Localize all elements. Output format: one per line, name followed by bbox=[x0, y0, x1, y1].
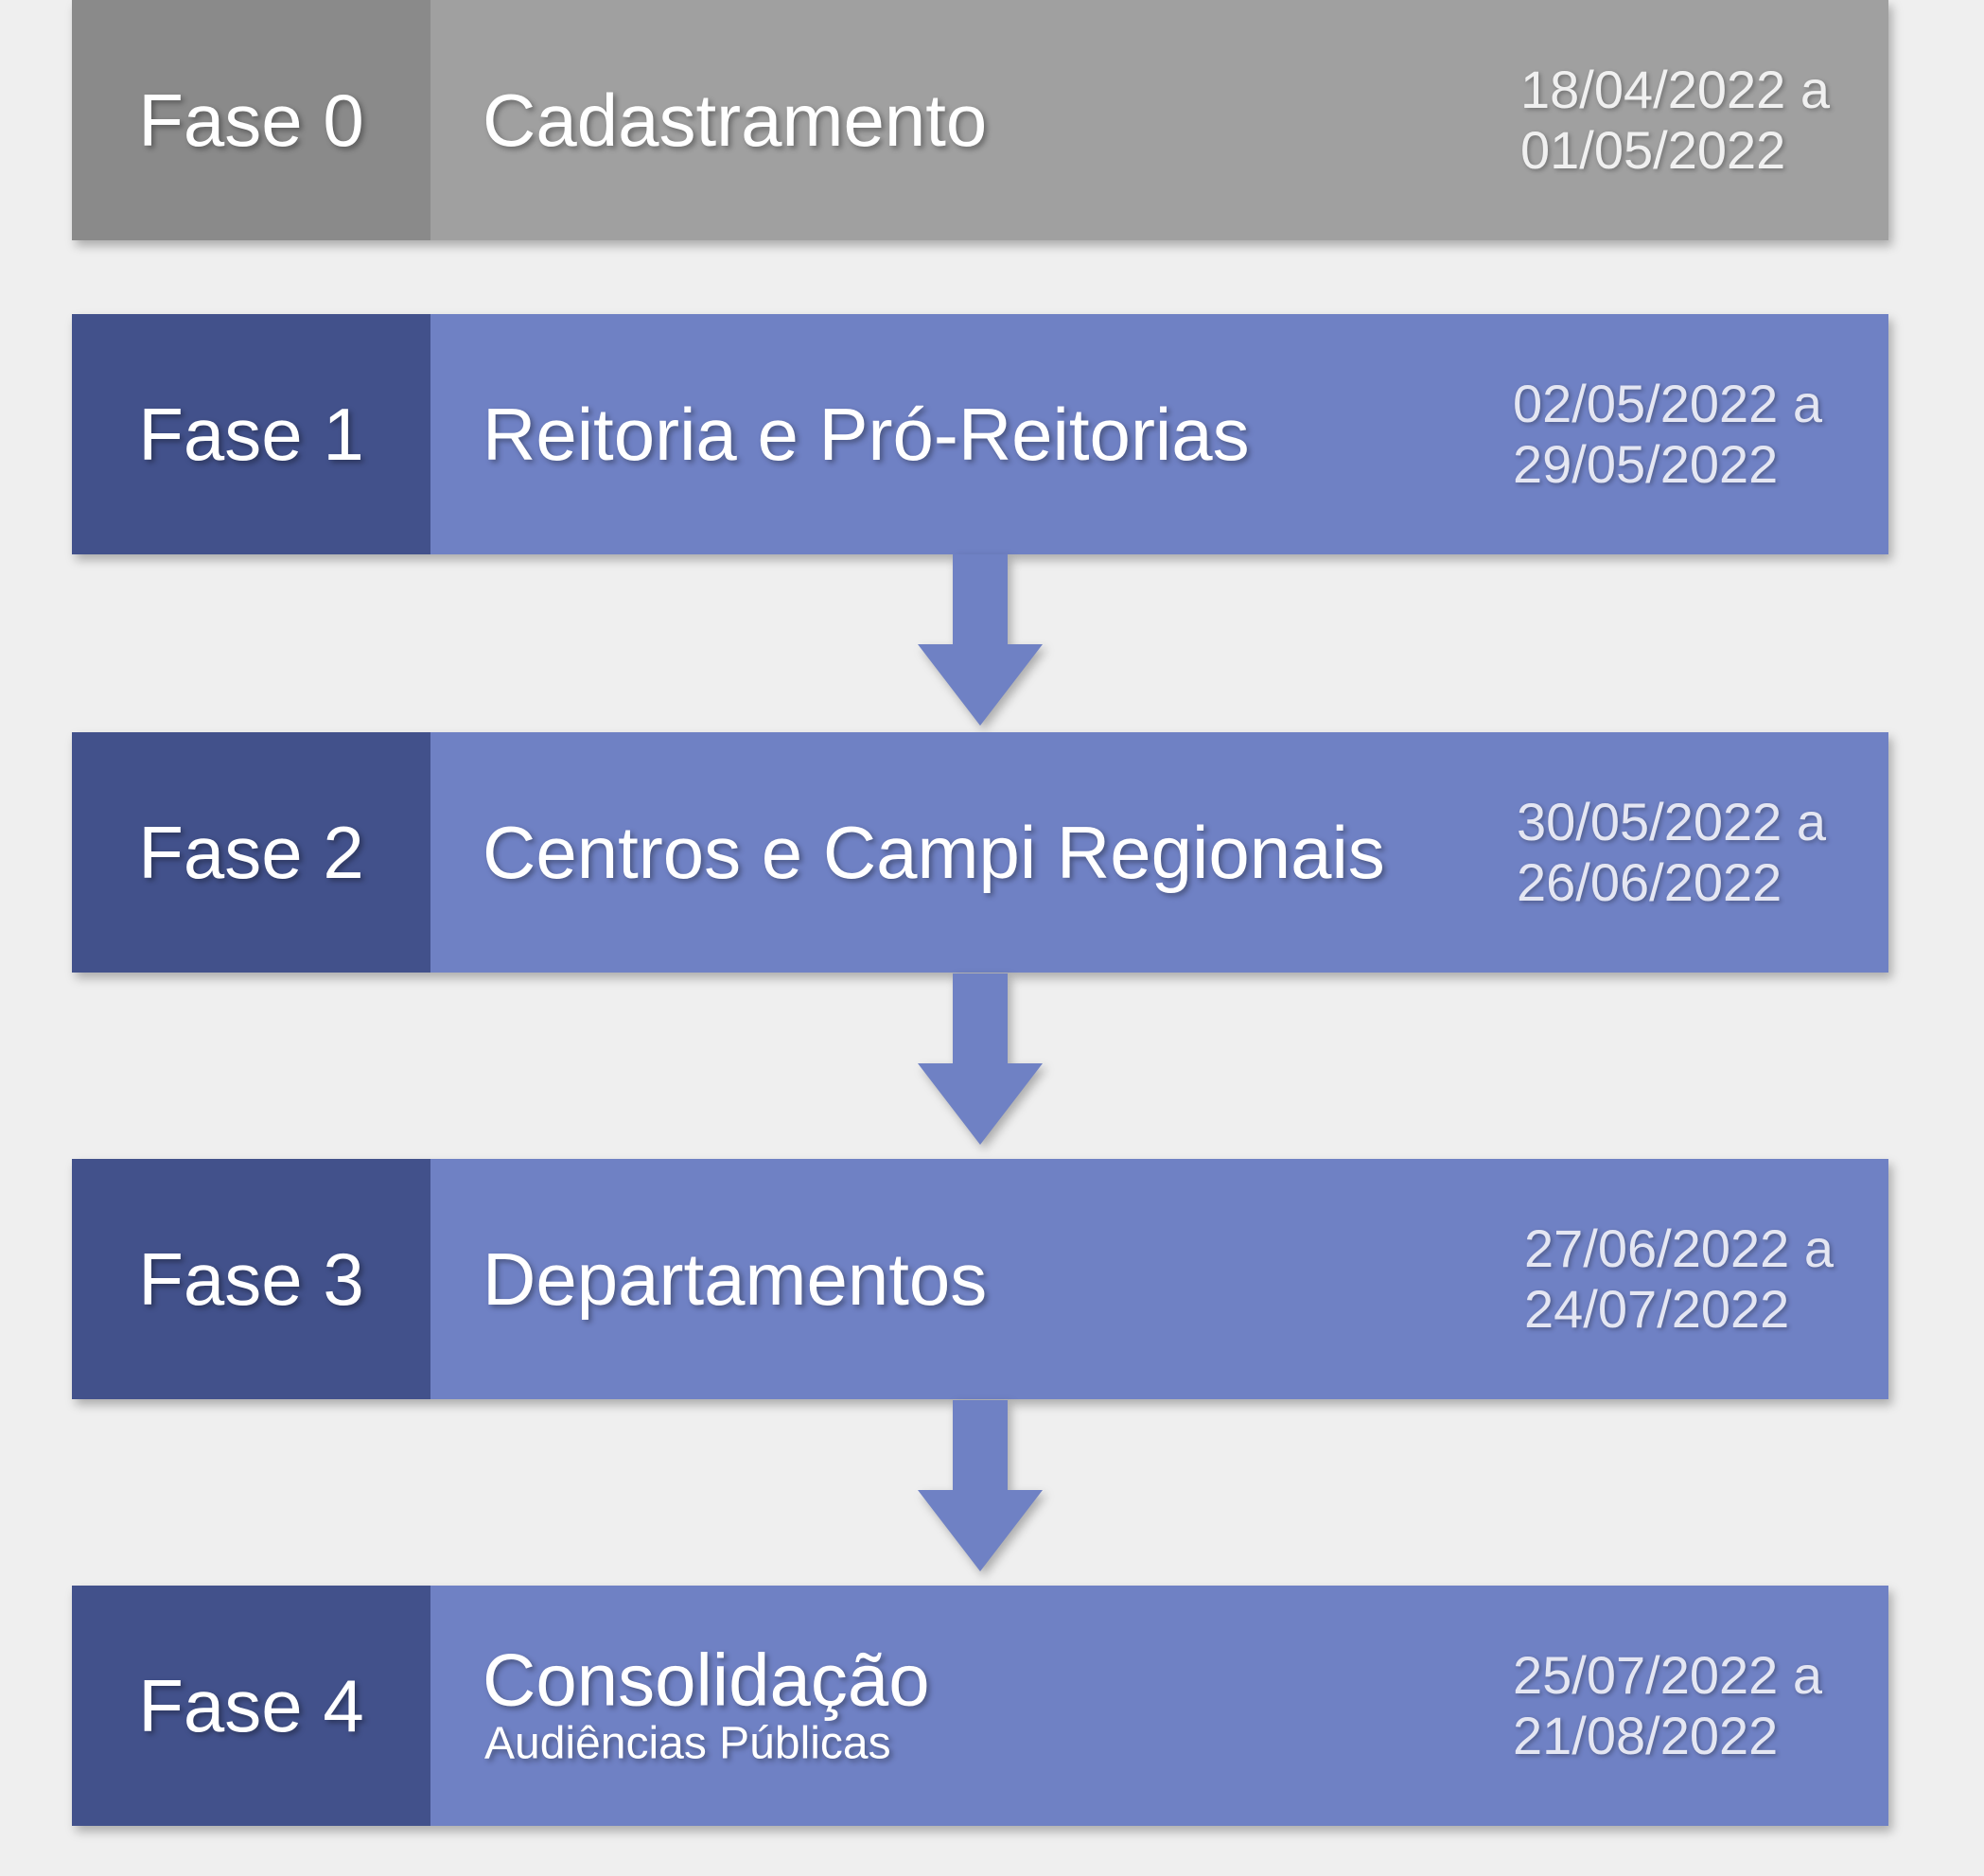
phase-0-date-end: 01/05/2022 bbox=[1520, 120, 1786, 180]
phase-4-body: Consolidação Audiências Públicas 25/07/2… bbox=[430, 1586, 1888, 1826]
phase-4-date-end: 21/08/2022 bbox=[1513, 1706, 1779, 1765]
phase-2-label: Fase 2 bbox=[72, 732, 430, 973]
phase-2-date-start: 30/05/2022 a bbox=[1517, 792, 1826, 851]
phase-0-box: Fase 0 Cadastramento 18/04/2022 a 01/05/… bbox=[72, 0, 1888, 240]
phase-1-box: Fase 1 Reitoria e Pró-Reitorias 02/05/20… bbox=[72, 314, 1888, 554]
phase-1-title: Reitoria e Pró-Reitorias bbox=[483, 393, 1250, 476]
arrow-down-icon bbox=[918, 554, 1043, 726]
phase-0-label: Fase 0 bbox=[72, 0, 430, 240]
phase-2-title: Centros e Campi Regionais bbox=[483, 811, 1385, 894]
phase-2-body: Centros e Campi Regionais 30/05/2022 a 2… bbox=[430, 732, 1888, 973]
phase-4-subtitle: Audiências Públicas bbox=[484, 1718, 891, 1769]
phase-1-dates: 02/05/2022 a 29/05/2022 bbox=[1513, 374, 1822, 495]
phase-4-date-start: 25/07/2022 a bbox=[1513, 1645, 1822, 1705]
phase-2-date-end: 26/06/2022 bbox=[1517, 852, 1782, 912]
arrow-down-icon bbox=[918, 973, 1043, 1145]
phase-1-date-end: 29/05/2022 bbox=[1513, 434, 1779, 494]
phase-3-date-start: 27/06/2022 a bbox=[1524, 1219, 1834, 1278]
phase-4-title: Consolidação bbox=[483, 1638, 930, 1722]
phase-0-dates: 18/04/2022 a 01/05/2022 bbox=[1520, 60, 1830, 181]
phase-4-title-block: Consolidação Audiências Públicas bbox=[483, 1638, 930, 1770]
phase-3-title: Departamentos bbox=[483, 1237, 988, 1321]
arrow-down-icon bbox=[918, 1400, 1043, 1571]
phase-0-body: Cadastramento 18/04/2022 a 01/05/2022 bbox=[430, 0, 1888, 240]
phase-3-body: Departamentos 27/06/2022 a 24/07/2022 bbox=[430, 1159, 1888, 1399]
phase-4-box: Fase 4 Consolidação Audiências Públicas … bbox=[72, 1586, 1888, 1826]
phase-1-label: Fase 1 bbox=[72, 314, 430, 554]
phase-0-date-start: 18/04/2022 a bbox=[1520, 60, 1830, 119]
phase-3-label: Fase 3 bbox=[72, 1159, 430, 1399]
phase-4-label: Fase 4 bbox=[72, 1586, 430, 1826]
phase-0-title: Cadastramento bbox=[483, 79, 988, 162]
phase-1-body: Reitoria e Pró-Reitorias 02/05/2022 a 29… bbox=[430, 314, 1888, 554]
phase-2-dates: 30/05/2022 a 26/06/2022 bbox=[1517, 792, 1826, 913]
phase-1-date-start: 02/05/2022 a bbox=[1513, 374, 1822, 433]
phase-3-date-end: 24/07/2022 bbox=[1524, 1279, 1790, 1339]
phase-2-box: Fase 2 Centros e Campi Regionais 30/05/2… bbox=[72, 732, 1888, 973]
phase-3-dates: 27/06/2022 a 24/07/2022 bbox=[1524, 1219, 1834, 1340]
phase-4-dates: 25/07/2022 a 21/08/2022 bbox=[1513, 1645, 1822, 1766]
phase-3-box: Fase 3 Departamentos 27/06/2022 a 24/07/… bbox=[72, 1159, 1888, 1399]
